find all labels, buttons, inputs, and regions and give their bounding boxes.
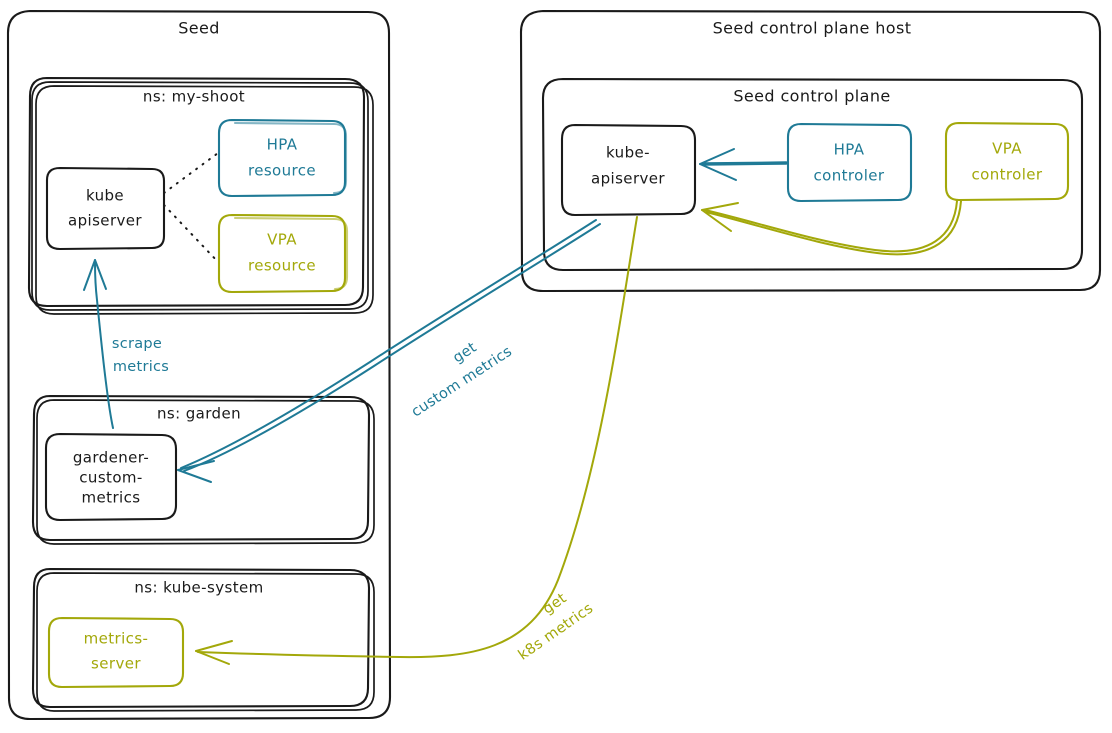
node-gardener-custom-metrics[interactable]: gardener- custom- metrics: [44, 432, 178, 522]
node-shoot-kube-apiserver-line2: apiserver: [68, 212, 142, 230]
container-ns-my-shoot-label: ns: my-shoot: [143, 88, 245, 106]
node-seed-kube-apiserver[interactable]: kube- apiserver: [560, 123, 697, 217]
node-hpa-controller[interactable]: HPA controler: [786, 122, 913, 203]
container-ns-garden: ns: garden: [31, 394, 375, 545]
node-vpa-controller[interactable]: VPA controler: [944, 121, 1070, 202]
node-vpa-controller-line1: VPA: [992, 140, 1022, 158]
edge-scrape-metrics: scrape metrics: [83, 259, 169, 429]
node-gardener-custom-metrics-line2: custom-: [79, 469, 142, 487]
container-seed-control-plane-label: Seed control plane: [733, 87, 890, 106]
edge-hpa-controller-to-apiserver: [699, 148, 788, 181]
node-metrics-server-line1: metrics-: [84, 630, 149, 648]
edge-get-custom-metrics-line1: get: [450, 340, 479, 367]
node-vpa-resource-line1: VPA: [267, 231, 297, 249]
node-vpa-resource-line2: resource: [248, 257, 316, 275]
node-gardener-custom-metrics-line3: metrics: [82, 489, 141, 507]
container-seed-control-plane: Seed control plane: [541, 77, 1084, 272]
edge-vpa-controller-to-apiserver: [701, 200, 962, 256]
node-metrics-server-line2: server: [91, 655, 141, 673]
node-shoot-kube-apiserver-line1: kube: [86, 187, 124, 205]
node-hpa-resource-line2: resource: [248, 162, 316, 180]
node-seed-kube-apiserver-line1: kube-: [606, 144, 650, 162]
container-seed-label: Seed: [178, 19, 220, 38]
container-ns-garden-label: ns: garden: [157, 405, 241, 423]
node-hpa-resource-line1: HPA: [267, 136, 298, 154]
container-seed-control-plane-host-label: Seed control plane host: [713, 19, 912, 38]
node-hpa-controller-line2: controler: [814, 167, 885, 185]
node-vpa-controller-line2: controler: [972, 166, 1043, 184]
edge-scrape-metrics-line2: metrics: [113, 359, 169, 375]
container-ns-kube-system: ns: kube-system: [31, 567, 375, 712]
container-ns-kube-system-label: ns: kube-system: [134, 579, 263, 597]
edge-get-k8s-metrics-line1: get: [540, 590, 569, 617]
node-hpa-resource[interactable]: HPA resource: [217, 118, 348, 198]
node-hpa-controller-line1: HPA: [834, 141, 865, 159]
container-ns-my-shoot: ns: my-shoot: [27, 76, 374, 315]
container-seed: Seed: [6, 9, 392, 721]
node-gardener-custom-metrics-line1: gardener-: [73, 449, 149, 467]
node-shoot-kube-apiserver[interactable]: kube apiserver: [45, 166, 166, 251]
connector-apiserver-vpa-resource: [163, 204, 220, 264]
container-seed-control-plane-host: Seed control plane host: [519, 9, 1102, 293]
node-metrics-server[interactable]: metrics- server: [47, 616, 185, 689]
edge-scrape-metrics-line1: scrape: [112, 336, 162, 352]
connector-apiserver-hpa-resource: [163, 152, 219, 194]
node-seed-kube-apiserver-line2: apiserver: [591, 170, 665, 188]
node-vpa-resource[interactable]: VPA resource: [217, 213, 349, 294]
